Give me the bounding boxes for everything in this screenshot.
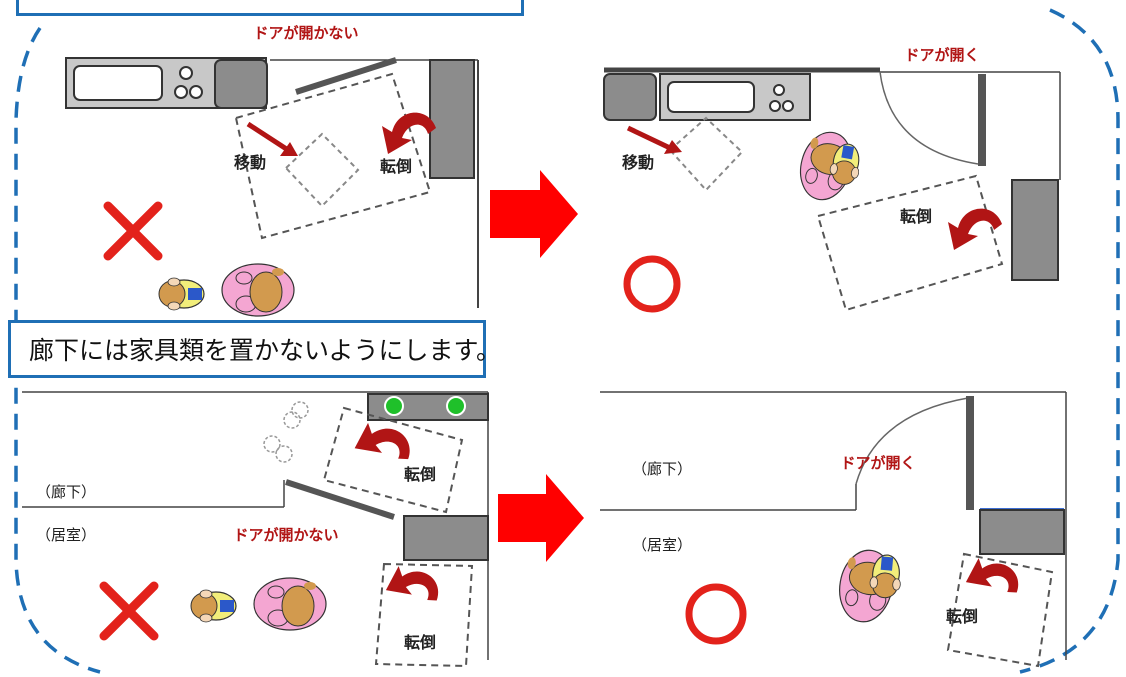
caption-box-top	[16, 0, 524, 16]
o-mark-top	[623, 255, 681, 313]
label-door-open-top: ドアが開く	[904, 46, 979, 64]
label-fall-bottom-b: 転倒	[404, 633, 436, 652]
fridge-right	[603, 73, 657, 121]
moved-zone-right	[668, 116, 744, 192]
door-open	[978, 74, 986, 166]
green-light-left	[384, 396, 404, 416]
label-corridor-left: （廊下）	[36, 483, 96, 501]
door-blocked	[295, 57, 397, 95]
cabinet-right	[429, 59, 475, 179]
label-fall-bottom-right: 転倒	[946, 607, 978, 626]
x-mark-top	[103, 201, 163, 261]
cabinet-bottom	[403, 515, 489, 561]
fall-zone-bottom-right	[946, 552, 1054, 668]
o-mark-bottom	[685, 583, 747, 645]
panel-bottom-left	[22, 391, 489, 668]
dashed-outer-frame	[14, 8, 1120, 674]
panel-top-right	[603, 67, 1061, 313]
moved-zone	[284, 132, 360, 208]
sink-icon	[73, 65, 163, 101]
label-door-open-bottom: ドアが開く	[840, 454, 915, 472]
cabinet-right-lower	[1011, 179, 1059, 281]
door-open-bottom	[966, 396, 974, 510]
label-room-right: （居室）	[632, 536, 692, 554]
panel-bottom-right	[600, 391, 1067, 668]
fall-zone	[234, 72, 432, 240]
caption-box-middle: 廊下には家具類を置かないようにします。	[8, 320, 501, 378]
caption-middle: 廊下には家具類を置かないようにします。	[29, 336, 502, 365]
label-door-blocked-bottom: ドアが開かない	[233, 526, 338, 544]
green-light-right	[446, 396, 466, 416]
panel-top-left	[65, 57, 479, 317]
fall-zone-bottom-a	[322, 406, 464, 514]
label-fall-top-right: 転倒	[900, 207, 932, 226]
move-arrow	[246, 121, 290, 153]
fridge	[214, 59, 268, 109]
fall-zone-right	[816, 174, 1004, 312]
door-blocked-bottom	[285, 479, 395, 520]
label-move-top-left: 移動	[234, 153, 266, 172]
arrow-right-top	[490, 170, 578, 258]
label-fall-bottom-a: 転倒	[404, 465, 436, 484]
x-mark-bottom	[99, 581, 159, 641]
label-corridor-right: （廊下）	[632, 460, 692, 478]
arrow-right-bottom	[498, 474, 584, 562]
label-door-blocked-top: ドアが開かない	[253, 24, 358, 42]
label-move-top-right: 移動	[622, 153, 654, 172]
cabinet-bottom-right	[979, 509, 1065, 555]
label-fall-top-left: 転倒	[380, 157, 412, 176]
label-room-left: （居室）	[36, 526, 96, 544]
